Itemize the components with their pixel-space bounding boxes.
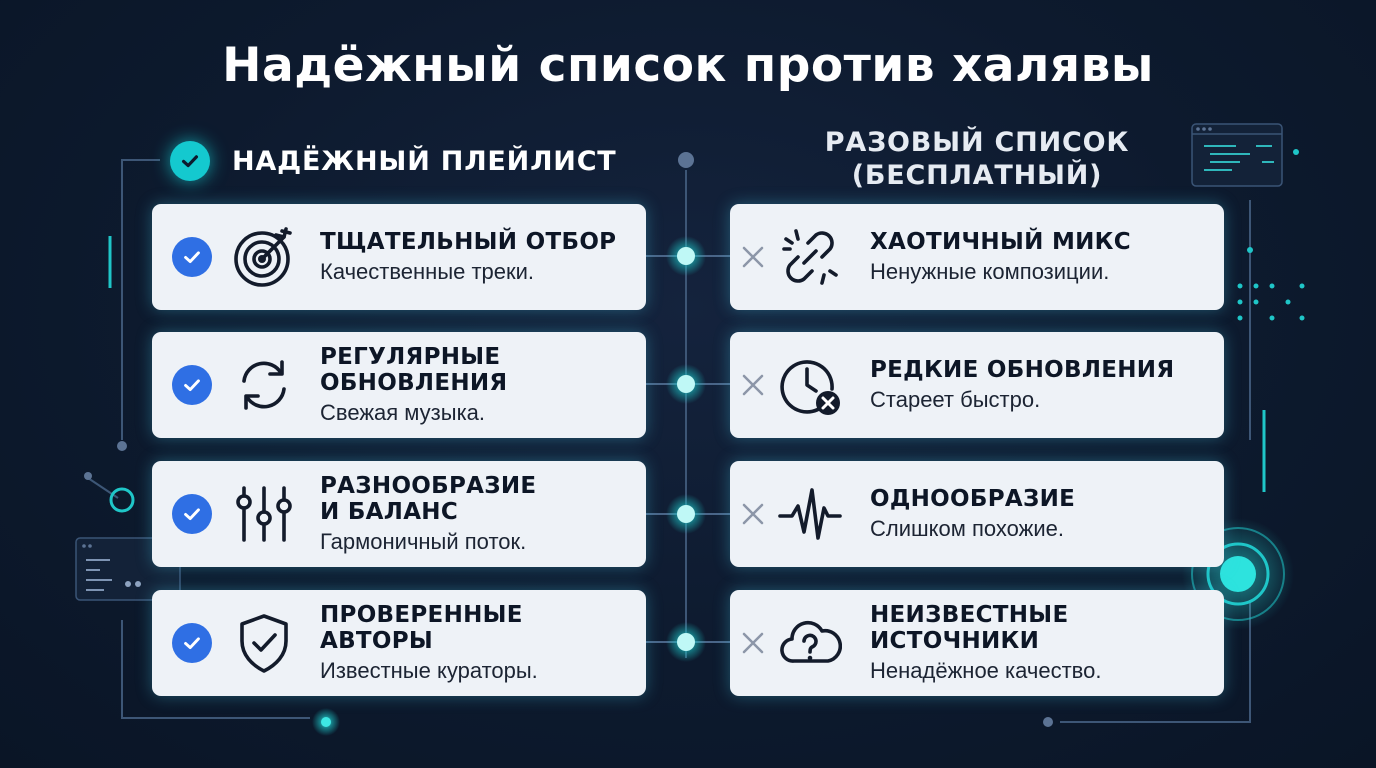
card-description: Свежая музыка. — [320, 399, 486, 425]
target-icon — [234, 227, 292, 287]
card-description: Гармоничный поток. — [320, 528, 527, 554]
left-card-updates: РЕГУЛЯРНЫЕ ОБНОВЛЕНИЯ Свежая музыка. — [152, 332, 646, 438]
cross-icon — [742, 632, 764, 654]
left-card-selection: ТЩАТЕЛЬНЫЙ ОТБОР Качественные треки. — [152, 204, 646, 310]
card-description: Стареет быстро. — [870, 386, 1041, 412]
card-description: Качественные треки. — [320, 258, 535, 284]
card-description: Ненадёжное качество. — [870, 657, 1102, 683]
card-title-line: И БАЛАНС — [320, 498, 459, 525]
right-card-unknown-sources: НЕИЗВЕСТНЫЕ ИСТОЧНИКИ Ненадёжное качеств… — [730, 590, 1224, 696]
card-description: Слишком похожие. — [870, 515, 1065, 541]
header-check-icon — [170, 141, 210, 181]
card-title-line: РЕДКИЕ ОБНОВЛЕНИЯ — [870, 356, 1175, 383]
card-title-line: РЕГУЛЯРНЫЕ — [320, 343, 501, 370]
check-icon — [172, 237, 212, 277]
cross-icon — [742, 246, 764, 268]
card-title-line: ТЩАТЕЛЬНЫЙ ОТБОР — [320, 228, 617, 255]
card-title-line: РАЗНООБРАЗИЕ — [320, 472, 537, 499]
cross-icon — [742, 374, 764, 396]
check-icon — [172, 494, 212, 534]
one-time-list-header: РАЗОВЫЙ СПИСОК (БЕСПЛАТНЫЙ) — [730, 126, 1224, 192]
card-title-line: ОДНООБРАЗИЕ — [870, 485, 1076, 512]
check-icon — [172, 365, 212, 405]
right-card-chaotic-mix: ХАОТИЧНЫЙ МИКС Ненужные композиции. — [730, 204, 1224, 310]
card-title-line: ХАОТИЧНЫЙ МИКС — [870, 228, 1131, 255]
shield-check-icon — [240, 614, 288, 673]
sliders-icon — [236, 486, 292, 542]
card-title-line: ОБНОВЛЕНИЯ — [320, 369, 508, 396]
left-column-title: НАДЁЖНЫЙ ПЛЕЙЛИСТ — [232, 145, 617, 177]
cross-icon — [742, 503, 764, 525]
page-title: Надёжный список против халявы — [222, 38, 1154, 93]
card-title-line: АВТОРЫ — [320, 627, 434, 654]
clock-x-icon — [780, 360, 840, 415]
card-title-line: ПРОВЕРЕННЫЕ — [320, 601, 523, 628]
left-card-authors: ПРОВЕРЕННЫЕ АВТОРЫ Известные кураторы. — [152, 590, 646, 696]
left-card-variety: РАЗНООБРАЗИЕ И БАЛАНС Гармоничный поток. — [152, 461, 646, 567]
right-column-title-line2: (БЕСПЛАТНЫЙ) — [851, 160, 1103, 191]
check-icon — [172, 623, 212, 663]
card-description: Известные кураторы. — [320, 657, 538, 683]
cloud-question-icon — [780, 620, 842, 663]
refresh-icon — [242, 360, 286, 410]
right-column-title-line1: РАЗОВЫЙ СПИСОК — [824, 127, 1130, 158]
card-title-line: НЕИЗВЕСТНЫЕ — [870, 601, 1069, 628]
broken-link-icon — [782, 229, 838, 285]
waveform-icon — [778, 488, 842, 540]
card-title-line: ИСТОЧНИКИ — [870, 627, 1040, 654]
right-card-rare-updates: РЕДКИЕ ОБНОВЛЕНИЯ Стареет быстро. — [730, 332, 1224, 438]
reliable-playlist-header: НАДЁЖНЫЙ ПЛЕЙЛИСТ — [170, 138, 617, 184]
card-description: Ненужные композиции. — [870, 258, 1110, 284]
right-card-monotony: ОДНООБРАЗИЕ Слишком похожие. — [730, 461, 1224, 567]
